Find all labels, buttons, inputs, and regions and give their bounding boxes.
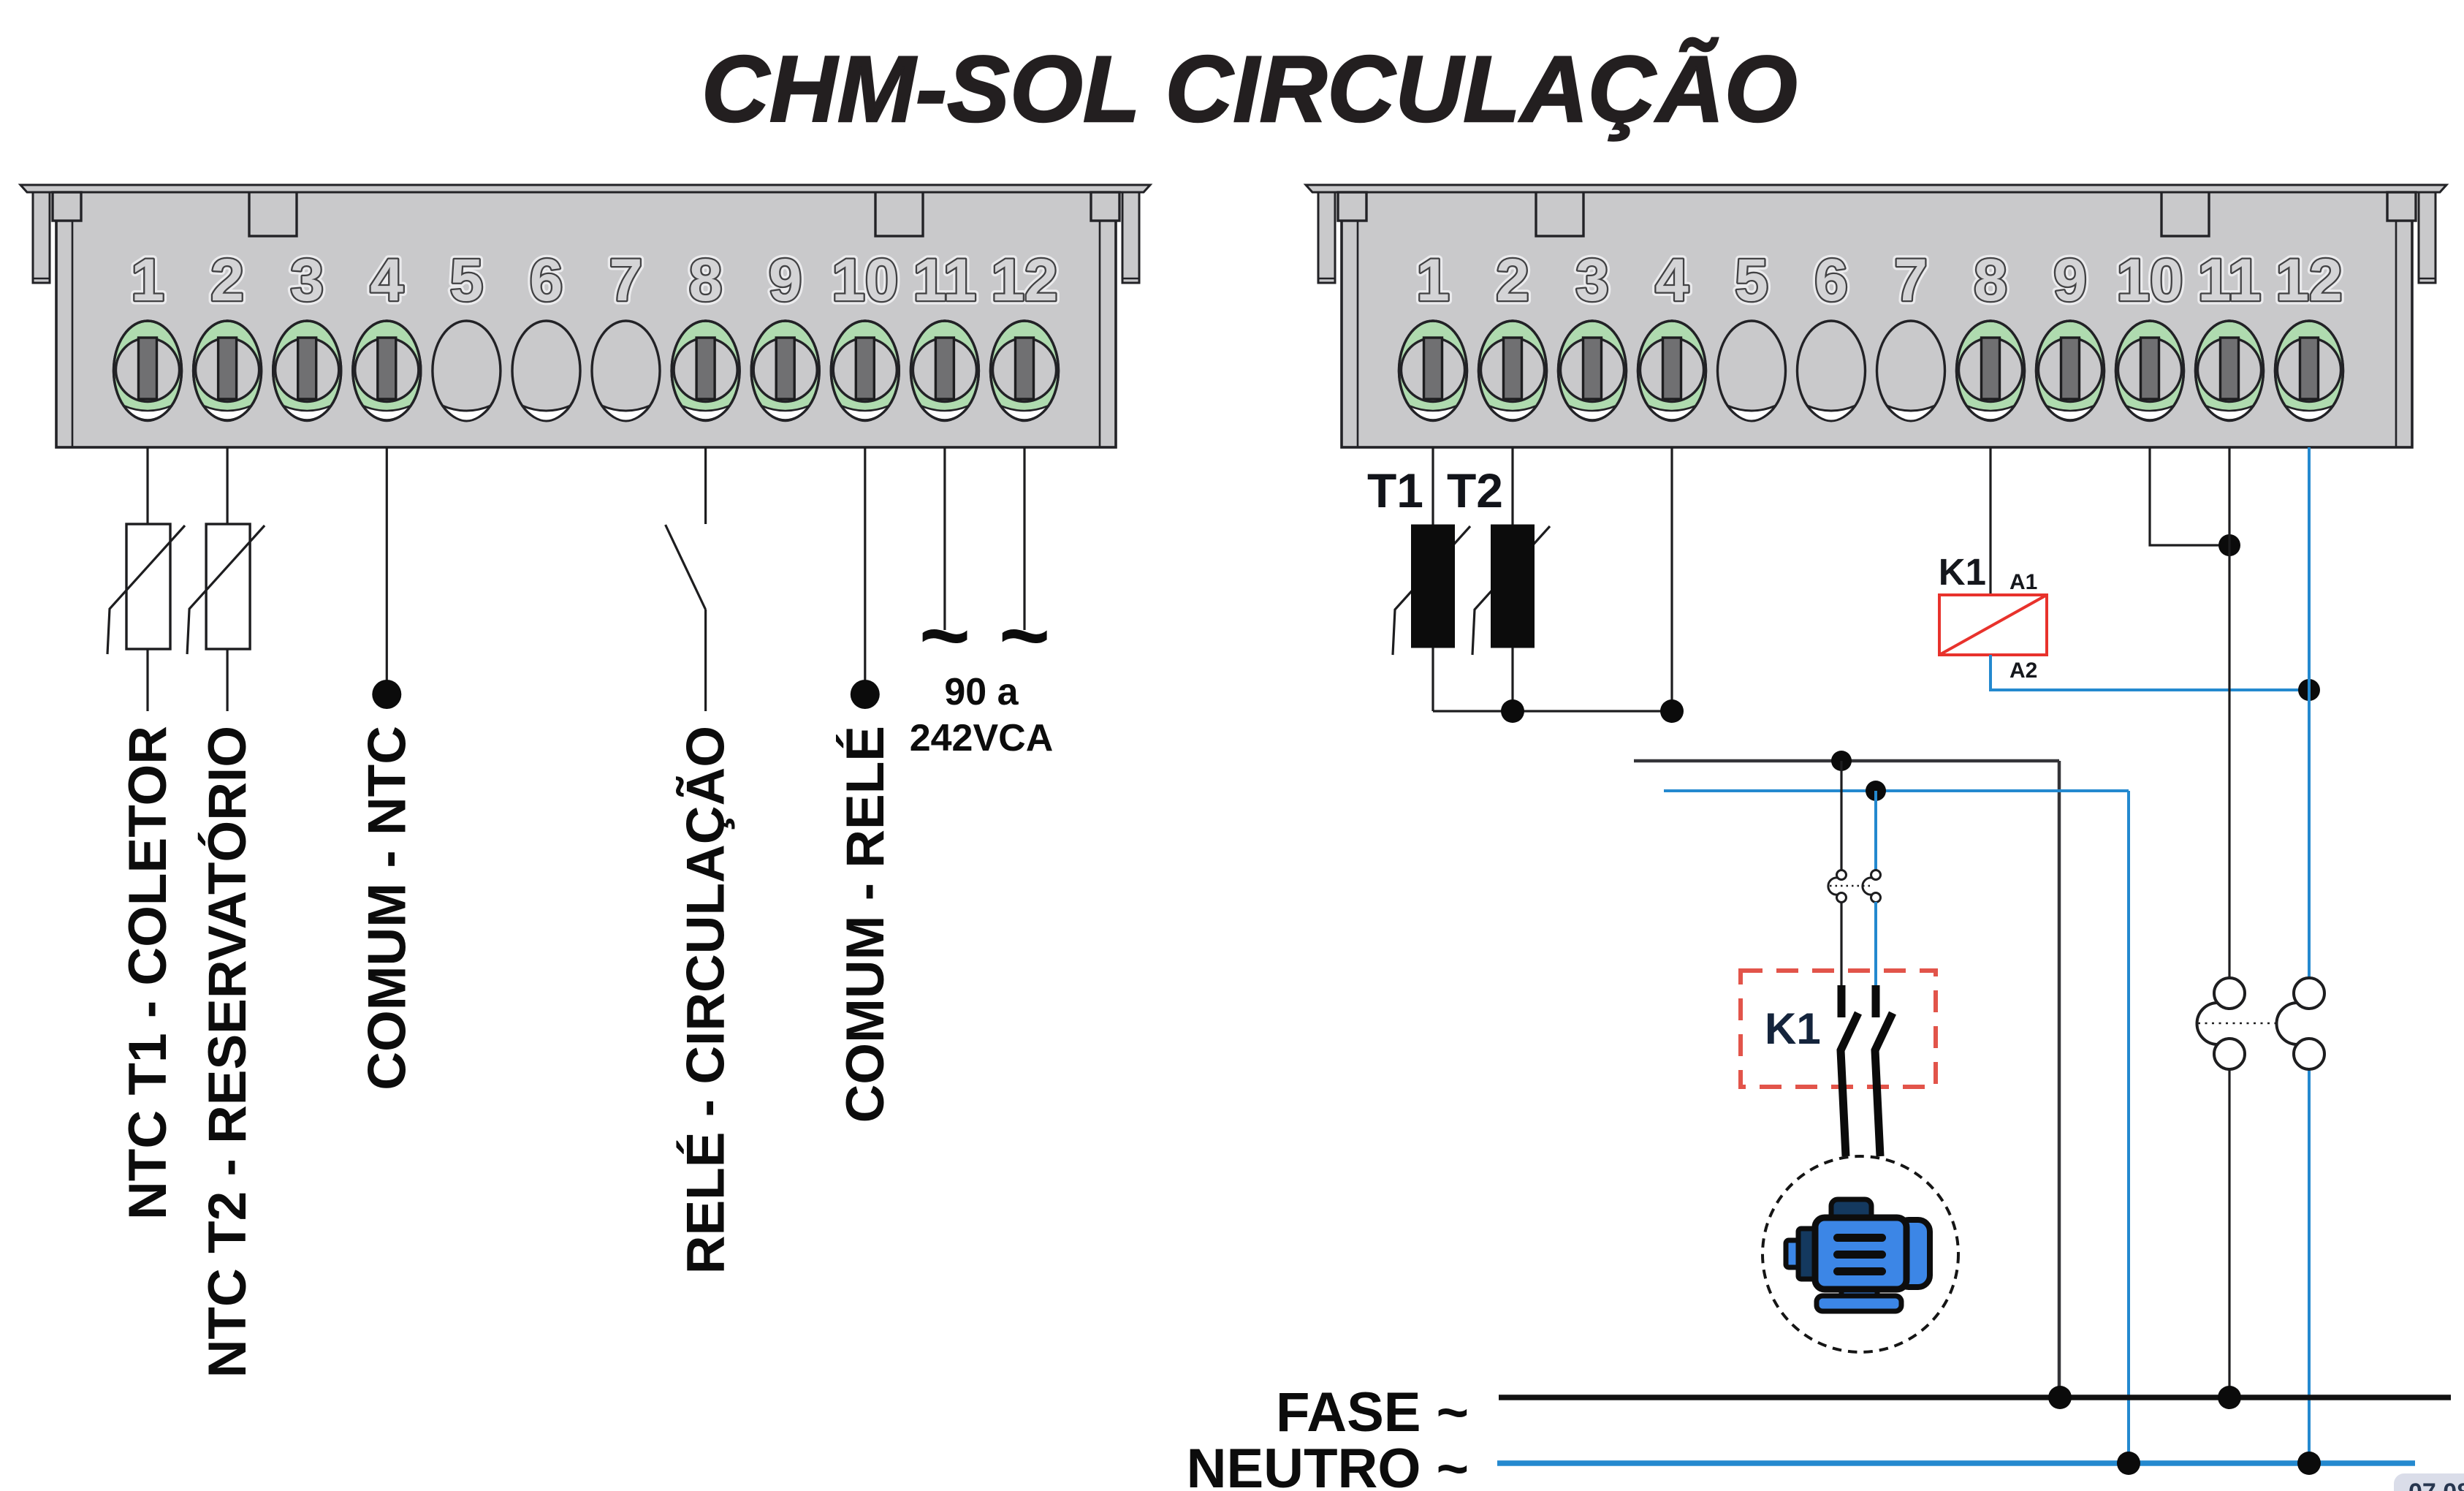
svg-text:7: 7 (1894, 247, 1928, 314)
svg-text:3: 3 (290, 247, 324, 314)
svg-text:A1: A1 (2009, 570, 2037, 594)
svg-text:3: 3 (1575, 247, 1609, 314)
svg-text:8: 8 (689, 247, 723, 314)
svg-text:COMUM - NTC: COMUM - NTC (357, 726, 417, 1090)
svg-text:12: 12 (2275, 247, 2342, 314)
svg-text:T2: T2 (1447, 463, 1503, 517)
svg-text:2: 2 (1496, 247, 1529, 314)
svg-text:11: 11 (913, 247, 977, 314)
svg-text:K1: K1 (1765, 1004, 1821, 1053)
svg-text:6: 6 (530, 247, 563, 314)
svg-text:10: 10 (2116, 247, 2183, 314)
svg-text:FASE ~: FASE ~ (1276, 1381, 1469, 1443)
svg-text:NEUTRO ~: NEUTRO ~ (1187, 1438, 1469, 1491)
svg-text:COMUM - RELÉ: COMUM - RELÉ (836, 726, 895, 1123)
svg-text:2: 2 (1496, 247, 1529, 314)
svg-text:~: ~ (999, 586, 1050, 684)
svg-text:12: 12 (991, 247, 1057, 314)
svg-text:12: 12 (991, 247, 1057, 314)
svg-text:10: 10 (2116, 247, 2183, 314)
svg-text:7: 7 (1894, 247, 1928, 314)
svg-text:T1: T1 (1367, 463, 1423, 517)
svg-text:1: 1 (131, 247, 164, 314)
svg-text:8: 8 (1974, 247, 2007, 314)
svg-text:5: 5 (450, 247, 484, 314)
svg-text:RELÉ - CIRCULAÇÃO: RELÉ - CIRCULAÇÃO (677, 726, 736, 1274)
svg-text:6: 6 (530, 247, 563, 314)
svg-text:1: 1 (131, 247, 164, 314)
svg-text:K1: K1 (1939, 551, 1986, 593)
svg-text:1: 1 (1416, 247, 1450, 314)
svg-text:NTC T1 - COLETOR: NTC T1 - COLETOR (118, 726, 178, 1220)
svg-text:11: 11 (2198, 247, 2262, 314)
svg-text:5: 5 (1735, 247, 1768, 314)
svg-text:3: 3 (1575, 247, 1609, 314)
svg-text:4: 4 (1655, 247, 1689, 314)
svg-text:9: 9 (769, 247, 802, 314)
svg-text:8: 8 (1974, 247, 2007, 314)
svg-text:11: 11 (2198, 247, 2262, 314)
svg-text:6: 6 (1814, 247, 1848, 314)
svg-text:10: 10 (832, 247, 898, 314)
svg-text:7: 7 (609, 247, 643, 314)
svg-text:CHM-SOL CIRCULAÇÃO: CHM-SOL CIRCULAÇÃO (701, 37, 1798, 142)
svg-text:3: 3 (290, 247, 324, 314)
svg-text:9: 9 (769, 247, 802, 314)
svg-text:4: 4 (370, 247, 403, 314)
svg-text:90 a: 90 a (944, 671, 1019, 713)
svg-text:5: 5 (450, 247, 484, 314)
svg-text:11: 11 (913, 247, 977, 314)
svg-text:4: 4 (1655, 247, 1689, 314)
svg-text:9: 9 (2053, 247, 2087, 314)
svg-text:2: 2 (210, 247, 244, 314)
svg-text:5: 5 (1735, 247, 1768, 314)
svg-text:242VCA: 242VCA (910, 717, 1054, 759)
svg-text:9: 9 (2053, 247, 2087, 314)
svg-text:A2: A2 (2009, 659, 2037, 683)
svg-text:1: 1 (1416, 247, 1450, 314)
svg-text:10: 10 (832, 247, 898, 314)
svg-text:NTC T2 - RESERVATÓRIO: NTC T2 - RESERVATÓRIO (198, 726, 257, 1378)
svg-text:12: 12 (2275, 247, 2342, 314)
svg-text:6: 6 (1814, 247, 1848, 314)
svg-text:~: ~ (919, 586, 970, 684)
svg-text:8: 8 (689, 247, 723, 314)
svg-text:2: 2 (210, 247, 244, 314)
svg-text:7: 7 (609, 247, 643, 314)
svg-text:4: 4 (370, 247, 403, 314)
svg-text:07.08: 07.08 (2408, 1479, 2464, 1491)
